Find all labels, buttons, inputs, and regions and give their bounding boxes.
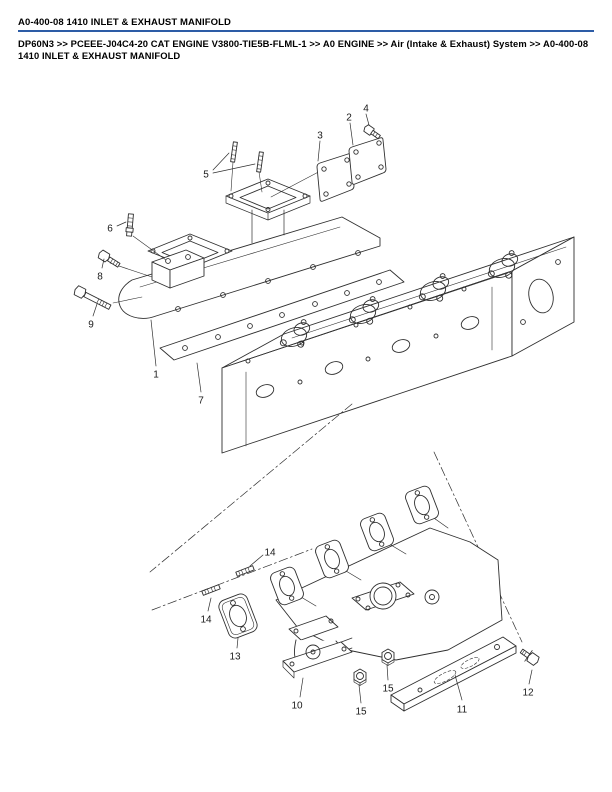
callout-leader-line [317,140,321,162]
callout-leader-line [212,152,230,171]
callout-leader-line [212,163,256,174]
callout-leader-line [358,684,362,704]
callout-leader-line [150,319,157,367]
callout-label-10: 10 [291,701,303,712]
callout-leader-line [349,122,354,146]
cover-gasket [316,153,355,202]
callout-label-15: 15 [355,707,367,718]
callout-leader-line [528,669,533,685]
shield-bolt [519,648,540,666]
callout-label-7: 7 [198,396,204,407]
exhaust-port-flanges [270,485,439,606]
valve-cluster [279,250,519,348]
hex-bolt-short [97,249,121,268]
callout-label-15: 15 [382,684,394,695]
callout-leader-line [196,362,202,393]
callout-leader-line [454,674,463,701]
flange-nuts [353,648,395,686]
callout-leader-line [365,113,370,126]
page-title: A0-400-08 1410 INLET & EXHAUST MANIFOLD [18,17,231,28]
bracket-block [151,249,205,289]
intake-top-flange [225,178,311,221]
callout-label-2: 2 [346,113,352,124]
callout-label-14: 14 [264,548,276,559]
callout-label-5: 5 [203,170,209,181]
intake-manifold-gasket [159,269,405,361]
exhaust-elbow [282,615,353,679]
turbo-flange [351,581,415,611]
mounting-studs [230,141,264,173]
callout-label-9: 9 [88,320,94,331]
heat-shield [390,636,517,712]
callout-leader-line [92,303,98,317]
callout-label-3: 3 [317,131,323,142]
callout-label-8: 8 [97,272,103,283]
exhaust-gasket [218,593,258,639]
callout-leader-line [249,554,264,567]
callout-label-4: 4 [363,104,369,115]
title-underline-rule [18,30,594,32]
cover-plate [348,137,387,185]
hex-bolt-long [73,285,112,310]
cover-bolt [363,124,381,140]
callout-label-13: 13 [229,652,241,663]
stud-fitting [125,213,134,237]
callout-label-6: 6 [107,224,113,235]
breadcrumb: DP60N3 >> PCEEE-J04C4-20 CAT ENGINE V380… [18,38,589,61]
callout-label-12: 12 [522,688,534,699]
callout-leader-line [299,677,304,698]
intake-manifold [118,178,381,319]
callout-label-1: 1 [153,370,159,381]
callout-leader-line [386,664,389,681]
exhaust-studs [201,565,255,596]
cylinder-head [221,236,575,454]
callout-label-14: 14 [200,615,212,626]
callout-leader-line [116,221,127,227]
callout-leader-line [236,637,239,649]
callout-leader-line [207,597,212,612]
callout-label-11: 11 [457,705,468,716]
callout-leader-line [101,258,105,269]
